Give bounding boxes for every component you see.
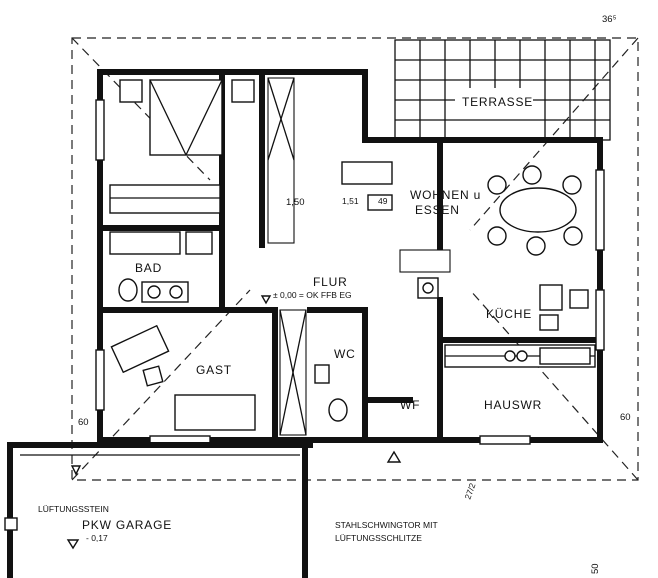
label-garage: PKW GARAGE xyxy=(82,518,172,532)
label-bad: BAD xyxy=(135,261,162,275)
label-wohnen-2: ESSEN xyxy=(415,203,460,217)
label-wohnen-1: WOHNEN u xyxy=(410,188,481,202)
garage-level: - 0,17 xyxy=(86,533,108,543)
garage-door-note-2: LÜFTUNGSSCHLITZE xyxy=(335,533,422,543)
dimension-60-left: 60 xyxy=(78,417,89,428)
label-wc: WC xyxy=(334,347,356,361)
label-gast: GAST xyxy=(196,363,232,377)
corner-dimension: 36⁵ xyxy=(602,14,617,25)
floor-level: ± 0,00 = OK FFB EG xyxy=(273,290,352,300)
annotations: 36⁵ 1,50 1,51 49 ± 0,00 = OK FFB EG 60 6… xyxy=(38,14,631,574)
hand-note: 27/2 xyxy=(462,481,477,500)
dining-table xyxy=(341,161,583,256)
label-hauswr: HAUSWR xyxy=(484,398,542,412)
side-mark: 50 xyxy=(590,563,601,574)
terrace-paving xyxy=(394,39,611,141)
windows xyxy=(95,99,605,445)
wc-fixtures xyxy=(314,364,348,422)
double-bed xyxy=(109,79,255,214)
wardrobe xyxy=(267,77,307,436)
lueftungsstein-note: LÜFTUNGSSTEIN xyxy=(38,504,109,514)
dimension-150: 1,50 xyxy=(286,197,305,208)
guest-furniture xyxy=(110,324,256,431)
level-markers xyxy=(66,295,402,550)
label-terrasse: TERRASSE xyxy=(462,95,533,109)
dimension-49: 49 xyxy=(378,196,388,206)
kitchen-counter xyxy=(444,284,596,368)
interior-walls xyxy=(97,69,603,443)
bath-fixtures xyxy=(109,231,213,303)
chimney xyxy=(399,249,451,299)
garage-door-note-1: STAHLSCHWINGTOR MIT xyxy=(335,520,438,530)
label-flur: FLUR xyxy=(313,275,348,289)
label-wf: WF xyxy=(400,398,420,412)
garage xyxy=(4,442,313,578)
dimension-151: 1,51 xyxy=(342,196,359,206)
room-labels: TERRASSE WOHNEN u ESSEN BAD FLUR KÜCHE W… xyxy=(82,95,542,532)
label-kueche: KÜCHE xyxy=(486,307,532,321)
dimension-60-right: 60 xyxy=(620,412,631,423)
roof-outline xyxy=(71,37,639,481)
